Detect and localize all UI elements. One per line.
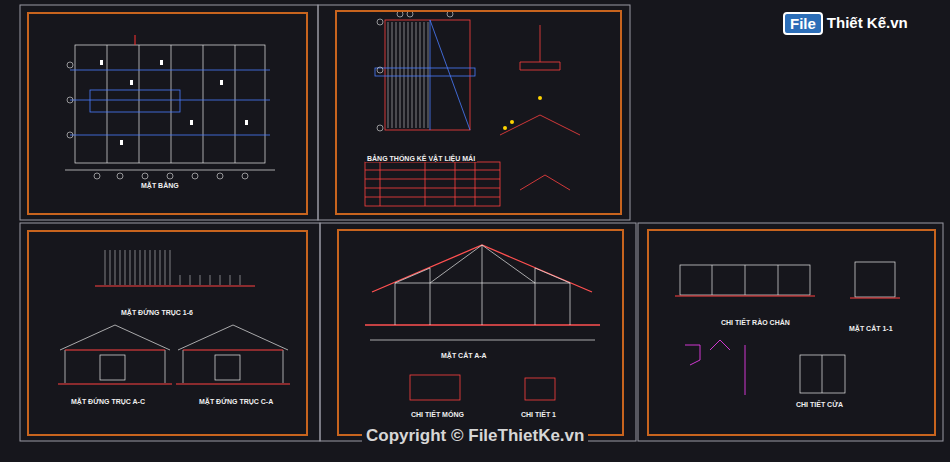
- drawing-caption: MẶT CẮT 1-1: [847, 325, 895, 332]
- drawing-caption: CHI TIẾT CỬA: [794, 401, 845, 408]
- logo-box: FileThiết Kế.vn: [783, 12, 823, 35]
- drawing-sheet: BẢNG THỐNG KÊ VẬT LIỆU MÁI: [335, 10, 622, 215]
- drawing-caption: MẶT ĐỨNG TRỤC 1-6: [119, 309, 195, 316]
- logo-mark: File: [783, 12, 823, 35]
- drawing-sheet: MẶT CẮT A-A CHI TIẾT MÓNG CHI TIẾT 1: [337, 229, 624, 436]
- drawing-caption: CHI TIẾT MÓNG: [409, 411, 466, 418]
- drawing-caption: CHI TIẾT 1: [519, 411, 558, 418]
- drawing-caption: MẶT ĐỨNG TRỤC C-A: [197, 398, 275, 405]
- drawing-caption: BẢNG THỐNG KÊ VẬT LIỆU MÁI: [365, 155, 477, 162]
- drawing-sheet: MẶT ĐỨNG TRỤC 1-6MẶT ĐỨNG TRỤC A-C MẶT ĐỨ…: [27, 230, 308, 436]
- drawing-sheet: MẶT BẰNG: [27, 12, 308, 215]
- logo-text: Thiết Kế.vn: [827, 14, 908, 31]
- drawing-sheet: CHI TIẾT RÀO CHẮN MẶT CẮT 1-1CHI TIẾT CỬA: [647, 229, 936, 436]
- drawing-caption: CHI TIẾT RÀO CHẮN: [719, 319, 792, 326]
- drawing-caption: MẶT CẮT A-A: [439, 352, 489, 359]
- watermark: Copyright © FileThietKe.vn: [362, 426, 588, 446]
- drawing-caption: MẶT BẰNG: [139, 182, 181, 189]
- drawing-caption: MẶT ĐỨNG TRỤC A-C: [69, 398, 147, 405]
